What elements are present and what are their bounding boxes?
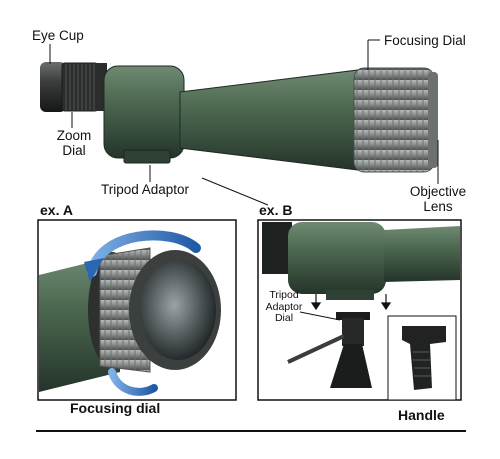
rotation-arrow-bottom bbox=[108, 368, 158, 396]
handle-ridges bbox=[413, 351, 431, 377]
focusing-dial-part bbox=[353, 67, 435, 173]
tripod-pan-handle bbox=[287, 334, 345, 364]
tripod-dial-callout bbox=[299, 311, 341, 321]
eye-cup-part bbox=[40, 62, 66, 112]
label-focusing-dial-detail: Focusing dial bbox=[70, 400, 161, 416]
label-zoom-dial-line2: Dial bbox=[62, 143, 86, 158]
spotting-scope bbox=[40, 62, 438, 173]
label-tripod-adaptor-dial-line3: Dial bbox=[274, 312, 294, 324]
label-ex-b: ex. B bbox=[259, 202, 293, 218]
main-barrel bbox=[179, 69, 359, 171]
label-tripod-adaptor-dial-line1: Tripod bbox=[269, 289, 299, 301]
panel-b bbox=[257, 219, 462, 401]
rotation-arrow-head bbox=[84, 258, 104, 282]
label-ex-a: ex. A bbox=[40, 202, 73, 218]
panel-a-lens bbox=[140, 260, 216, 360]
panel-b-housing bbox=[288, 222, 386, 294]
tripod-base bbox=[330, 344, 372, 388]
eyepiece-housing bbox=[103, 65, 185, 159]
callout-lines bbox=[49, 39, 439, 206]
panel-b-barrel bbox=[384, 226, 460, 282]
panel-a bbox=[37, 219, 237, 401]
tripod-head bbox=[342, 318, 364, 346]
objective-lens-part bbox=[428, 72, 438, 168]
label-handle: Handle bbox=[398, 407, 445, 423]
label-tripod-adaptor-dial: Tripod Adaptor Dial bbox=[262, 289, 306, 325]
label-objective-lens: Objective Lens bbox=[398, 184, 478, 214]
zoom-dial-part bbox=[61, 62, 99, 112]
handle-grip bbox=[402, 326, 446, 390]
label-objective-lens-line1: Objective bbox=[409, 184, 467, 199]
label-objective-lens-line2: Lens bbox=[423, 199, 453, 214]
panel-b-eyepiece bbox=[262, 222, 292, 274]
label-tripod-adaptor: Tripod Adaptor bbox=[101, 182, 190, 197]
label-zoom-dial: Zoom Dial bbox=[54, 128, 94, 158]
label-zoom-dial-line1: Zoom bbox=[56, 128, 92, 143]
tripod-adaptor-part bbox=[123, 149, 171, 164]
tripod-head-plate bbox=[336, 312, 370, 320]
panel-b-adaptor bbox=[326, 290, 374, 300]
label-eye-cup: Eye Cup bbox=[32, 28, 84, 43]
down-arrows bbox=[310, 294, 392, 311]
label-focusing-dial: Focusing Dial bbox=[384, 33, 466, 48]
label-tripod-adaptor-dial-line2: Adaptor bbox=[265, 300, 303, 313]
